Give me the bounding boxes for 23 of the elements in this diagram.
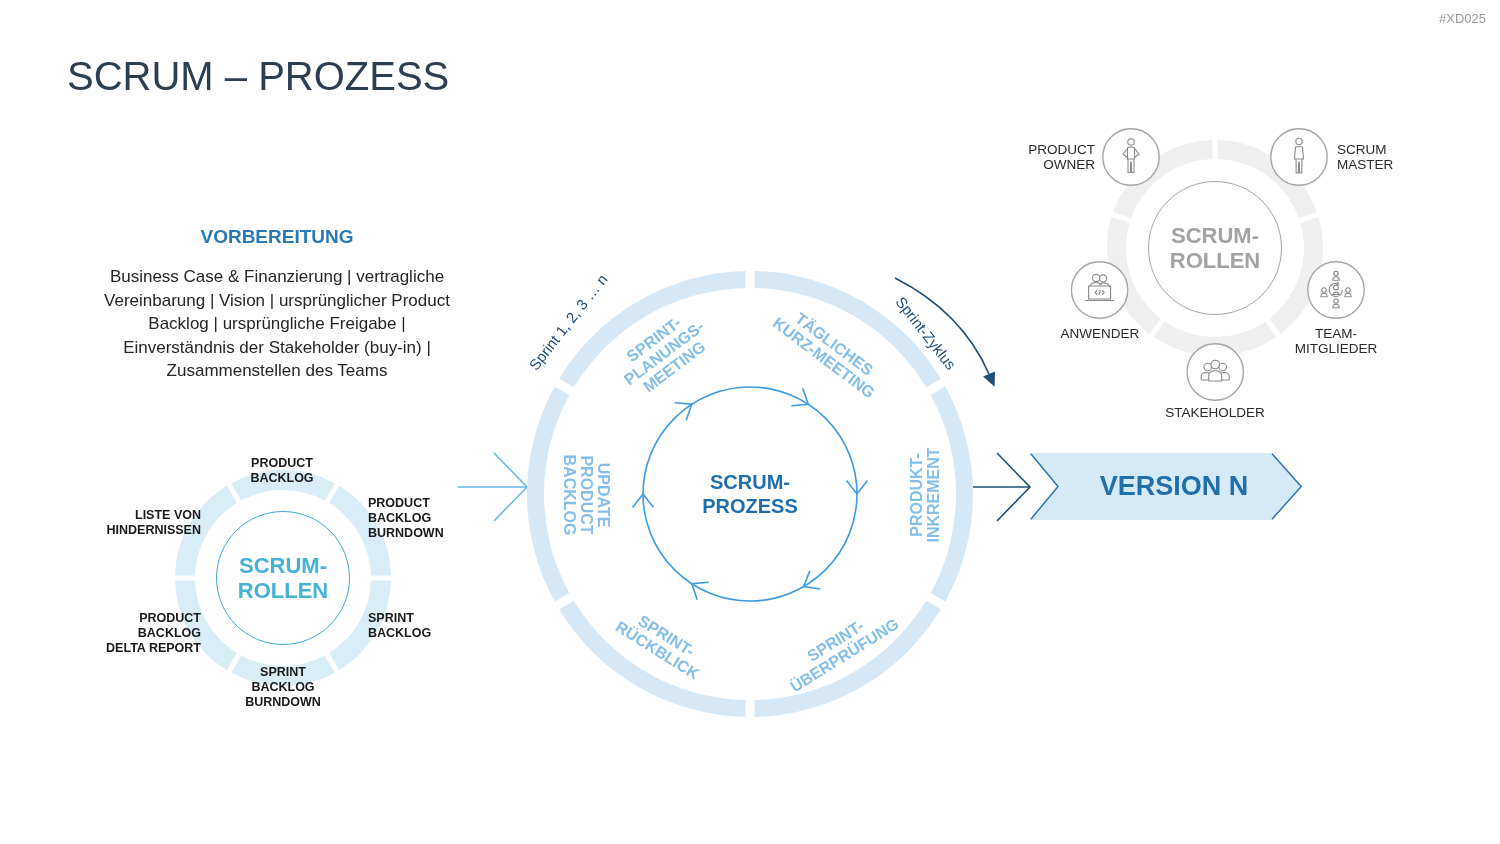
role-label: ANWENDER: [1060, 326, 1140, 341]
slide-code: #XD025: [1439, 11, 1486, 27]
segment-label: PRODUKT- INKREMENT: [908, 446, 942, 544]
segment-label: SPRINT BACKLOG: [368, 611, 433, 641]
role-label: STAKEHOLDER: [1165, 405, 1265, 420]
arrow: [457, 452, 528, 522]
center-circle: SCRUM- ROLLEN: [1148, 181, 1282, 315]
segment-label: PRODUCT BACKLOG DELTA REPORT: [105, 610, 201, 656]
segment-label: LISTE VON HINDERNISSEN: [105, 508, 201, 538]
arrow: [972, 452, 1031, 522]
segment-label: PRODUCT BACKLOG: [249, 456, 315, 486]
center-circle: SCRUM- ROLLEN: [216, 511, 350, 645]
description-text: Business Case & Finanzierung | vertragliche Vereinbarung | Vision | ursprünglicher Product Backlog | ursprüngliche Freigabe | Einverständnis der Stakeholder (buy-in) | Zusammenstellen des Teams: [103, 266, 451, 382]
segment-label: UPDATE PRODUCT BACKLOG: [560, 454, 612, 536]
segment-label: SPRINT BACKLOG BURNDOWN: [244, 664, 322, 710]
center-label: SCRUM- PROZESS: [701, 470, 799, 518]
segment-label: PRODUCT BACKLOG BURNDOWN: [368, 495, 445, 541]
role-label: PRODUCT OWNER: [1027, 142, 1095, 172]
role-label: SCRUM MASTER: [1337, 142, 1395, 172]
slide-title: SCRUM – PROZESS: [67, 53, 450, 100]
arrow-banner: VERSION N: [1030, 453, 1302, 520]
section-heading: VORBEREITUNG: [200, 225, 354, 249]
role-label: TEAM- MITGLIEDER: [1294, 326, 1378, 356]
